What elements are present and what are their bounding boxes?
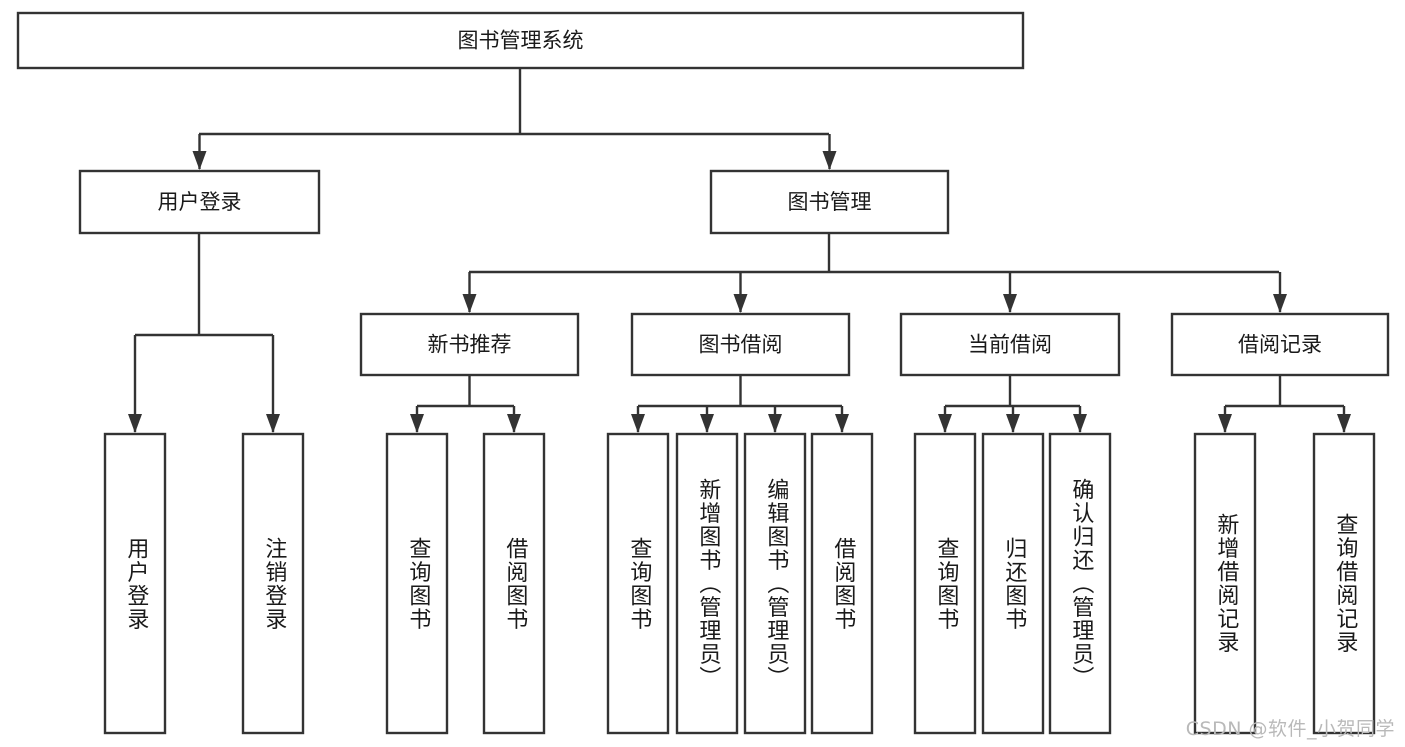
leaf-node-借阅图书-7[interactable] (810, 432, 874, 735)
level3-node-当前借阅[interactable] (899, 312, 1121, 377)
leaf-node-新增图书管理员-5[interactable] (675, 432, 739, 735)
level2-node-用户登录[interactable] (78, 169, 321, 235)
leaf-node-查询图书-8[interactable] (913, 432, 977, 735)
leaf-node-借阅图书-3[interactable] (482, 432, 546, 735)
arrow-head-icon (1073, 414, 1087, 433)
connectors-layer (128, 68, 1351, 433)
leaf-node-归还图书-9[interactable] (981, 432, 1045, 735)
leaf-node-确认归还管理员-10[interactable] (1048, 432, 1112, 735)
leaf-node-编辑图书管理员-6[interactable] (743, 432, 807, 735)
arrow-head-icon (700, 414, 714, 433)
arrow-head-icon (192, 151, 207, 170)
level3-node-新书推荐[interactable] (359, 312, 580, 377)
leaf-node-新增借阅记录-11[interactable] (1193, 432, 1257, 735)
leaf-node-查询图书-2[interactable] (385, 432, 449, 735)
leaf-node-注销登录-1[interactable] (241, 432, 305, 735)
arrow-head-icon (768, 414, 782, 433)
root-node-label-图书管理系统: 图书管理系统 (458, 29, 584, 53)
arrow-head-icon (462, 294, 477, 313)
leaf-node-查询借阅记录-12[interactable] (1312, 432, 1376, 735)
arrow-head-icon (822, 151, 837, 170)
level2-node-label-图书管理: 图书管理 (788, 190, 872, 214)
arrow-head-icon (1337, 414, 1351, 433)
level3-node-借阅记录[interactable] (1170, 312, 1390, 377)
arrow-head-icon (1003, 294, 1017, 313)
level2-node-label-用户登录: 用户登录 (158, 190, 242, 214)
root-node-图书管理系统[interactable] (16, 11, 1025, 70)
arrow-head-icon (128, 414, 142, 433)
arrow-head-icon (938, 414, 952, 433)
arrow-head-icon (835, 414, 849, 433)
arrow-head-icon (631, 414, 645, 433)
level2-node-图书管理[interactable] (709, 169, 950, 235)
csdn-watermark: CSDN @软件_小贺同学 (1185, 718, 1395, 740)
arrow-head-icon (1273, 294, 1287, 313)
level3-node-图书借阅[interactable] (630, 312, 851, 377)
boxes-layer (16, 11, 1390, 735)
arrow-head-icon (507, 414, 521, 433)
arrow-head-icon (1006, 414, 1020, 433)
level3-node-label-借阅记录: 借阅记录 (1238, 333, 1322, 357)
leaf-node-查询图书-4[interactable] (606, 432, 670, 735)
level3-node-label-新书推荐: 新书推荐 (428, 333, 512, 357)
arrow-head-icon (1218, 414, 1232, 433)
arrow-head-icon (266, 414, 280, 433)
leaf-node-用户登录-0[interactable] (103, 432, 167, 735)
arrow-head-icon (733, 294, 748, 313)
level3-node-label-图书借阅: 图书借阅 (699, 333, 783, 357)
arrow-head-icon (410, 414, 424, 433)
level3-node-label-当前借阅: 当前借阅 (968, 333, 1052, 357)
